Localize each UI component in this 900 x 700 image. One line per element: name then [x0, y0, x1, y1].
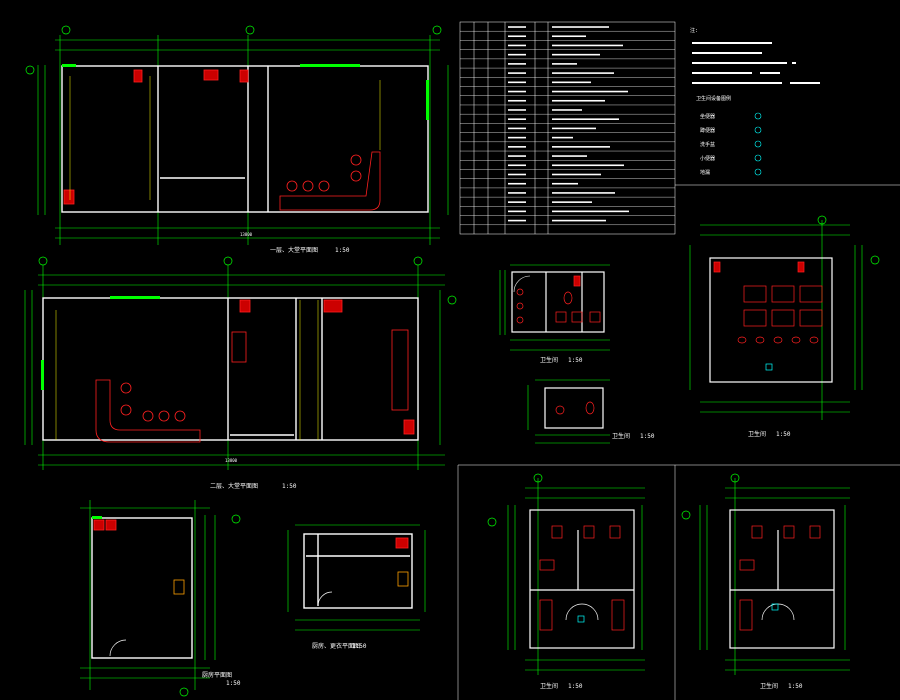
toilet-1-scale: 1:50 — [568, 357, 583, 364]
plan-3: 厨房平面图 1:50 — [80, 500, 241, 697]
plan-2: 二层、大堂平面图 1:50 13800 — [24, 256, 457, 490]
toilet-3-caption: 卫生间 — [748, 430, 766, 438]
legend-item-label: 地漏 — [700, 169, 710, 176]
toilet-5-caption: 卫生间 — [760, 682, 778, 690]
legend-item-label: 坐便器 — [700, 113, 715, 120]
table-cell-text — [552, 26, 609, 28]
table-cell-text — [552, 99, 605, 102]
legend-symbol-icon — [754, 140, 762, 148]
toilet-plan-5: 卫生间 1:50 — [681, 473, 850, 690]
table-cell-text — [508, 182, 526, 185]
legend-symbol-icon — [754, 154, 762, 162]
toilet-plan-2: 卫生间 1:50 — [527, 379, 655, 444]
toilet-4-caption: 卫生间 — [540, 682, 558, 690]
material-table — [459, 21, 676, 235]
table-cell-text — [508, 81, 526, 84]
table-cell-text — [552, 164, 624, 167]
table-cell-text — [552, 201, 592, 203]
plan-1: 一层、大堂平面图 1:50 13800 — [25, 25, 449, 254]
legend-item-label: 洗手盆 — [700, 141, 715, 148]
notes-heading: 注: — [690, 27, 698, 34]
toilet-3-scale: 1:50 — [776, 431, 791, 438]
plan-2-scale: 1:50 — [282, 483, 297, 490]
table-cell-text — [508, 109, 526, 111]
table-cell-text — [552, 182, 578, 185]
table-cell-text — [508, 173, 526, 176]
table-cell-text — [508, 201, 526, 203]
table-cell-text — [552, 146, 610, 148]
table-cell-text — [552, 192, 615, 194]
toilet-plan-3: 卫生间 1:50 — [689, 215, 880, 438]
table-cell-text — [508, 164, 526, 167]
toilet-1-caption: 卫生间 — [540, 356, 558, 364]
table-cell-text — [508, 26, 526, 28]
table-cell-text — [508, 53, 526, 56]
plan-3-caption: 厨房平面图 — [202, 671, 232, 679]
plan-1-scale: 1:50 — [335, 247, 350, 254]
legend-symbol-icon — [754, 168, 762, 176]
toilet-4-scale: 1:50 — [568, 683, 583, 690]
plan-2-caption: 二层、大堂平面图 — [210, 482, 258, 490]
table-cell-text — [552, 72, 614, 74]
toilet-5-scale: 1:50 — [788, 683, 803, 690]
table-cell-text — [552, 210, 629, 213]
table-cell-text — [552, 90, 628, 93]
table-cell-text — [552, 219, 606, 222]
table-cell-text — [552, 81, 591, 84]
table-cell-text — [508, 44, 526, 47]
plan-1-caption: 一层、大堂平面图 — [270, 246, 318, 254]
table-cell-text — [552, 136, 573, 139]
toilet-plan-1: 卫生间 1:50 — [499, 264, 610, 364]
table-cell-text — [552, 35, 586, 38]
table-cell-text — [508, 99, 526, 102]
legend-symbol-icon — [754, 112, 762, 120]
legend-item-label: 小便器 — [700, 155, 715, 162]
table-cell-text — [508, 72, 526, 74]
table-cell-text — [508, 136, 526, 139]
table-cell-text — [508, 146, 526, 148]
table-cell-text — [508, 127, 526, 130]
table-cell-text — [552, 173, 601, 176]
plan-1-overall-dim: 13800 — [240, 232, 253, 237]
plan-3-scale: 1:50 — [226, 680, 241, 687]
plan-4-caption: 厨房、更衣平面图 — [312, 642, 360, 650]
plan-4: 厨房、更衣平面图 1:50 — [287, 524, 426, 650]
table-cell-text — [508, 63, 526, 65]
table-cell-text — [508, 118, 526, 120]
plan-2-overall-dim: 13800 — [225, 458, 238, 463]
table-cell-text — [508, 90, 526, 93]
table-cell-text — [508, 35, 526, 38]
toilet-2-caption: 卫生间 — [612, 432, 630, 440]
table-cell-text — [552, 118, 619, 120]
legend-item-label: 蹲便器 — [700, 127, 715, 134]
toilet-2-scale: 1:50 — [640, 433, 655, 440]
legend-heading: 卫生间设备图例 — [696, 95, 731, 102]
table-cell-text — [508, 219, 526, 222]
table-cell-text — [552, 109, 582, 111]
table-cell-text — [552, 155, 587, 157]
table-cell-text — [508, 210, 526, 213]
table-cell-text — [552, 63, 577, 65]
table-cell-text — [508, 192, 526, 194]
table-cell-text — [552, 44, 623, 47]
table-cell-text — [552, 53, 600, 56]
table-cell-text — [552, 127, 596, 130]
toilet-plan-4: 卫生间 1:50 — [457, 464, 900, 700]
legend-symbol-icon — [754, 126, 762, 134]
plan-4-scale: 1:50 — [352, 643, 367, 650]
table-cell-text — [508, 155, 526, 157]
